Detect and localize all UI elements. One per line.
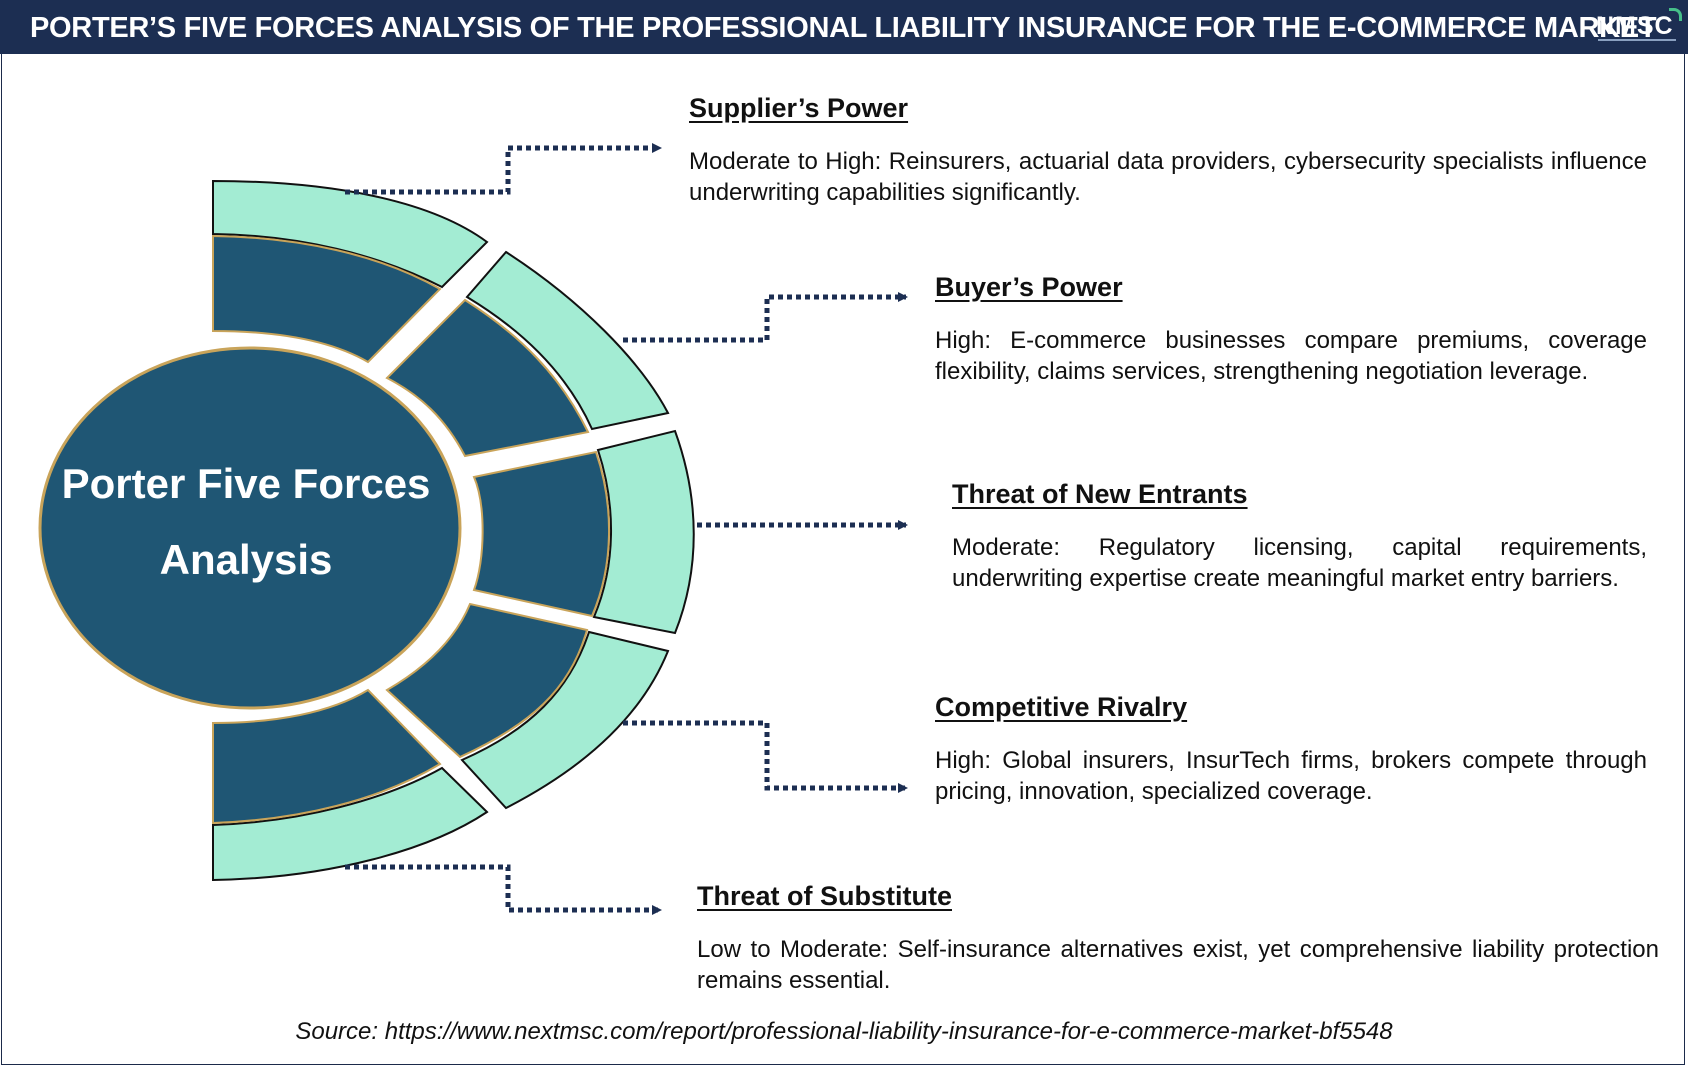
segment-inner-new-entrants — [472, 450, 610, 618]
center-label-line2: Analysis — [160, 536, 333, 583]
nmsc-logo: NMSC — [1594, 8, 1682, 48]
force-title: Threat of Substitute — [697, 881, 952, 911]
segment-outer-new-entrants — [592, 429, 695, 635]
force-threat-of-substitute: Threat of Substitute Low to Moderate: Se… — [697, 881, 1659, 996]
force-title: Supplier’s Power — [689, 93, 909, 123]
segment-inner-rivalry — [385, 602, 589, 759]
connector-supplier — [345, 143, 662, 195]
force-description: Moderate: Regulatory licensing, capital … — [952, 534, 1647, 592]
force-description: Moderate to High: Reinsurers, actuarial … — [689, 148, 1647, 206]
force-buyer-power: Buyer’s Power High: E-commerce businesse… — [935, 272, 1647, 387]
force-description: Low to Moderate: Self-insurance alternat… — [697, 936, 1659, 994]
center-label-line1: Porter Five Forces — [62, 460, 431, 507]
header-bar: PORTER’S FIVE FORCES ANALYSIS OF THE PRO… — [0, 0, 1688, 54]
force-competitive-rivalry: Competitive Rivalry High: Global insurer… — [935, 692, 1647, 807]
segment-inner-substitute — [212, 688, 442, 825]
connector-rivalry — [623, 720, 908, 793]
segment-inner-supplier — [212, 234, 442, 364]
force-supplier-power: Supplier’s Power Moderate to High: Reins… — [689, 93, 1647, 208]
force-description: High: E-commerce businesses compare prem… — [935, 327, 1647, 385]
force-new-entrants: Threat of New Entrants Moderate: Regulat… — [952, 479, 1647, 594]
segment-inner-buyer — [385, 298, 590, 458]
force-title: Buyer’s Power — [935, 272, 1123, 302]
segment-outer-buyer — [465, 250, 670, 431]
source-citation: Source: https://www.nextmsc.com/report/p… — [295, 1018, 1393, 1045]
force-description: High: Global insurers, InsurTech firms, … — [935, 747, 1647, 805]
force-title: Competitive Rivalry — [935, 692, 1188, 722]
segment-outer-substitute — [212, 766, 489, 882]
force-title: Threat of New Entrants — [952, 479, 1248, 509]
logo-leaf-icon — [1669, 8, 1682, 21]
center-ellipse — [38, 346, 462, 710]
logo-text: NMSC — [1596, 12, 1674, 40]
connector-buyer — [623, 292, 908, 343]
segment-outer-rivalry — [460, 630, 670, 810]
logo-underline — [1598, 39, 1676, 41]
connector-substitute — [345, 864, 662, 915]
segment-outer-supplier — [212, 179, 489, 289]
page-title: PORTER’S FIVE FORCES ANALYSIS OF THE PRO… — [30, 12, 1657, 44]
